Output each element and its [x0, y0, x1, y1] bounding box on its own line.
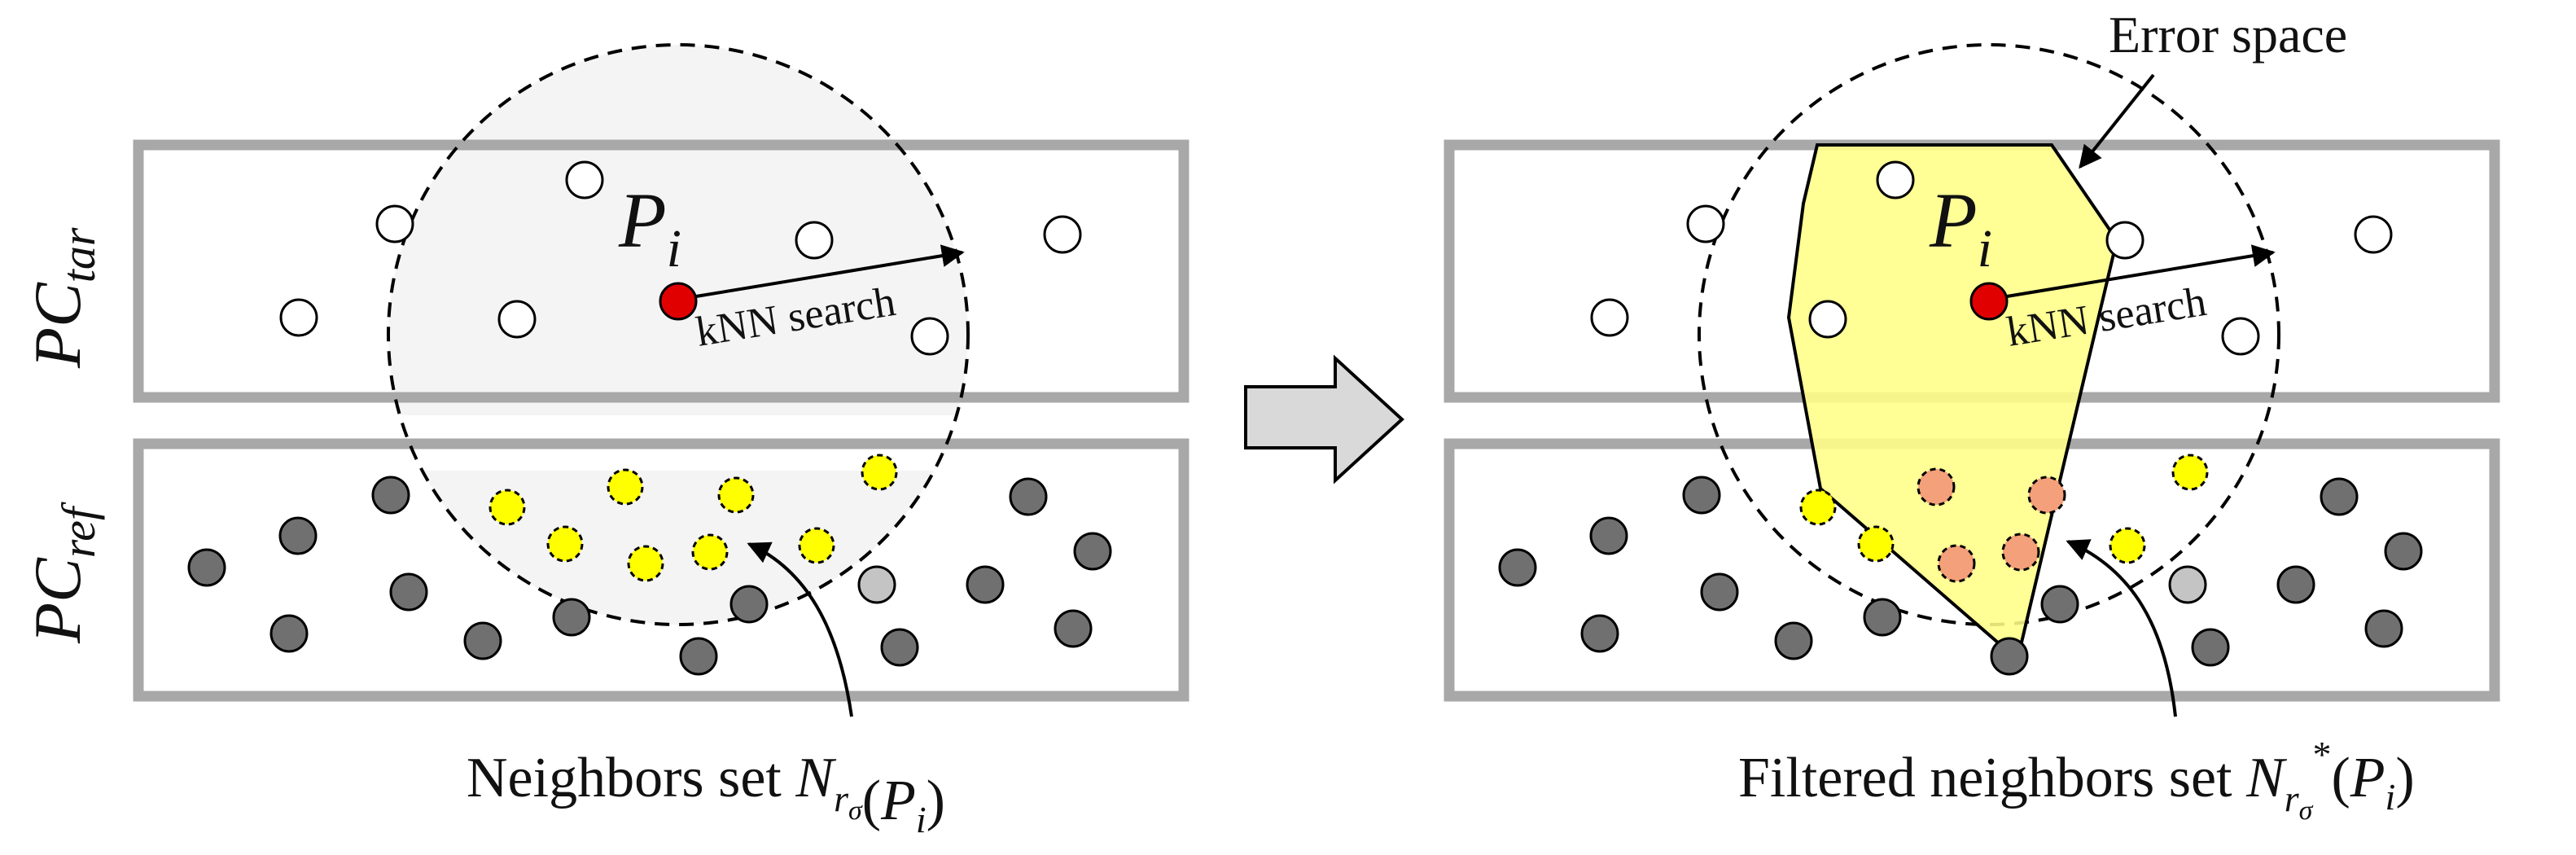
- query-point-left: [659, 282, 698, 321]
- neighbor-point: [627, 545, 664, 582]
- neighbor-points-right: [1799, 454, 2209, 564]
- target-point: [1808, 300, 1847, 339]
- reference-point: [389, 572, 428, 612]
- neighbors-pointer-arrow: [747, 542, 853, 717]
- reference-point: [2276, 565, 2315, 604]
- neighbor-point: [798, 527, 835, 564]
- reference-point: [1774, 621, 1813, 660]
- neighbor-point: [1799, 489, 1837, 526]
- reference-points-left: [187, 476, 1112, 676]
- target-point: [795, 221, 834, 260]
- neighbor-point: [691, 533, 729, 571]
- filtered-point: [1917, 467, 1956, 506]
- target-point: [279, 298, 318, 337]
- target-points-left: [279, 160, 1082, 356]
- reference-point: [729, 585, 769, 624]
- reference-point: [2320, 477, 2359, 516]
- error-space-pointer-arrow: [2079, 73, 2155, 169]
- reference-point-light: [2168, 565, 2207, 604]
- reference-frame-left: [133, 438, 1189, 702]
- neighbor-point: [607, 468, 644, 506]
- target-point: [375, 204, 414, 243]
- search-sphere-left: [388, 45, 968, 625]
- reference-point: [2364, 609, 2403, 648]
- target-point: [2105, 221, 2144, 260]
- right-panel: kNN search Pi Error space Filtered neigh…: [1444, 6, 2500, 826]
- neighbor-point: [1857, 525, 1895, 563]
- neighbor-point: [488, 489, 526, 526]
- reference-point: [1580, 614, 1619, 653]
- target-point: [1686, 204, 1725, 243]
- target-point: [1590, 298, 1629, 337]
- caption-right: Filtered neighbors set Nrσ*(Pi): [1738, 734, 2415, 826]
- reference-point: [1009, 477, 1048, 516]
- reference-point: [278, 516, 318, 555]
- reference-point: [2384, 532, 2423, 571]
- target-point: [1043, 215, 1082, 254]
- reference-point: [1073, 532, 1112, 571]
- reference-point: [880, 628, 919, 667]
- target-point: [565, 160, 604, 200]
- filtered-point: [2001, 533, 2040, 572]
- search-sphere-outline-left: [387, 43, 970, 626]
- transition-arrow: [1244, 354, 1404, 484]
- reference-point: [463, 621, 502, 660]
- reference-point: [1498, 548, 1537, 587]
- filtered-point: [1937, 544, 1976, 583]
- neighbor-point: [717, 476, 755, 514]
- knn-search-arrow-right: [2006, 244, 2276, 298]
- point-label-left: Pi: [618, 177, 681, 278]
- knn-search-arrow-left: [695, 244, 965, 298]
- reference-point: [2191, 628, 2230, 667]
- target-point: [1876, 160, 1915, 200]
- reference-point: [1682, 476, 1721, 515]
- filtered-points-right: [1917, 467, 2066, 583]
- reference-point: [679, 637, 718, 676]
- error-space-label: Error space: [2109, 6, 2347, 64]
- neighbor-point: [546, 525, 584, 563]
- neighbor-point: [2171, 454, 2209, 491]
- filtered-point: [2027, 476, 2066, 515]
- reference-point: [187, 548, 226, 587]
- point-label-right: Pi: [1929, 177, 1992, 278]
- neighbor-point: [861, 454, 898, 491]
- reference-point: [1589, 516, 1628, 555]
- reference-point: [552, 598, 591, 637]
- reference-point-light: [857, 565, 896, 604]
- search-sphere-outline-right: [1698, 43, 2280, 626]
- reference-points-right: [1498, 476, 2423, 676]
- caption-left: Neighbors set Nrσ(Pi): [467, 747, 945, 840]
- reference-point: [1700, 572, 1739, 612]
- target-point: [497, 300, 537, 339]
- target-point: [2221, 317, 2260, 356]
- reference-point: [269, 614, 309, 653]
- row-label-reference: PCref: [20, 502, 105, 644]
- neighbor-point: [2109, 527, 2146, 564]
- target-point: [2354, 215, 2393, 254]
- target-points-right: [1590, 160, 2393, 356]
- query-point-right: [1969, 282, 2009, 321]
- row-label-target: PCtar: [20, 227, 105, 369]
- reference-point: [2040, 585, 2079, 624]
- left-panel: kNN search Pi PCtar PCref Neighbors set …: [20, 43, 1189, 840]
- reference-point: [1054, 609, 1093, 648]
- filtered-neighbors-pointer-arrow: [2066, 539, 2177, 717]
- reference-point: [966, 565, 1005, 604]
- neighbor-points-left: [488, 454, 898, 582]
- reference-point: [1863, 598, 1902, 637]
- target-point: [910, 317, 949, 356]
- reference-point: [1990, 637, 2029, 676]
- reference-point: [371, 476, 410, 515]
- target-frame-left: [133, 139, 1189, 403]
